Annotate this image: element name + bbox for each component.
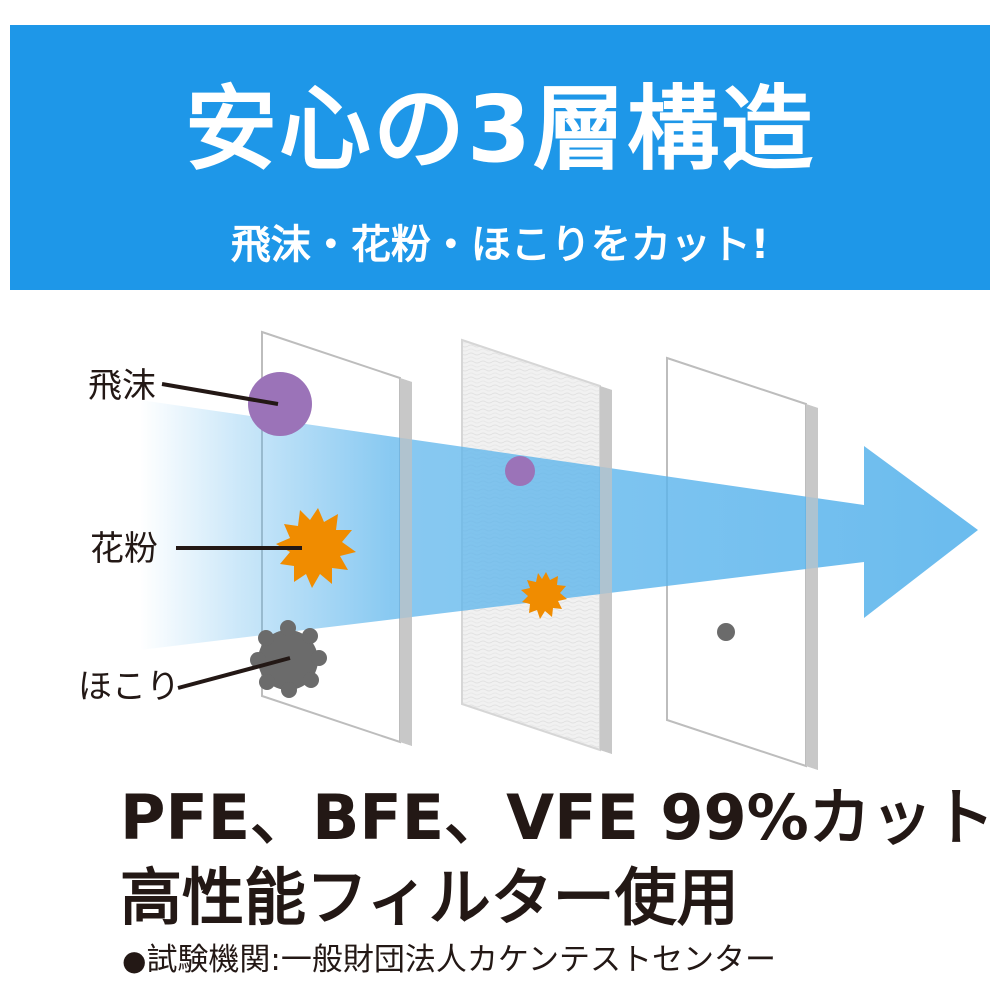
dust-particle-large bbox=[250, 620, 327, 698]
testing-institution-note: ●試験機関:一般財団法人カケンテストセンター bbox=[122, 938, 982, 983]
testing-institution-text: 試験機関:一般財団法人カケンテストセンター bbox=[146, 942, 776, 978]
filter-headline: 高性能フィルター使用 bbox=[120, 861, 739, 934]
banner-title: 安心の3層構造 bbox=[184, 76, 815, 183]
dust-particle-small bbox=[717, 623, 735, 641]
dust-leader-line bbox=[177, 656, 291, 690]
droplet-particle-small bbox=[505, 456, 535, 486]
filtration-headline: PFE、BFE、VFE 99%カット bbox=[120, 781, 995, 854]
airflow-arrow bbox=[140, 400, 978, 650]
pollen-particle-large bbox=[276, 508, 356, 588]
three-layer-diagram: 飛沫 花粉 ほこり bbox=[0, 300, 1000, 780]
bullet-icon: ● bbox=[122, 944, 147, 977]
label-droplet: 飛沫 bbox=[88, 366, 156, 406]
label-dust: ほこり bbox=[78, 667, 180, 707]
droplet-leader-line bbox=[161, 382, 279, 406]
droplet-particle-large bbox=[248, 372, 312, 436]
header-banner: 安心の3層構造 飛沫・花粉・ほこりをカット! bbox=[10, 25, 990, 290]
three-layer-diagram-svg bbox=[140, 330, 978, 770]
pollen-particle-small bbox=[521, 572, 567, 619]
label-pollen: 花粉 bbox=[90, 529, 158, 569]
banner-subtitle: 飛沫・花粉・ほこりをカット! bbox=[230, 222, 770, 268]
